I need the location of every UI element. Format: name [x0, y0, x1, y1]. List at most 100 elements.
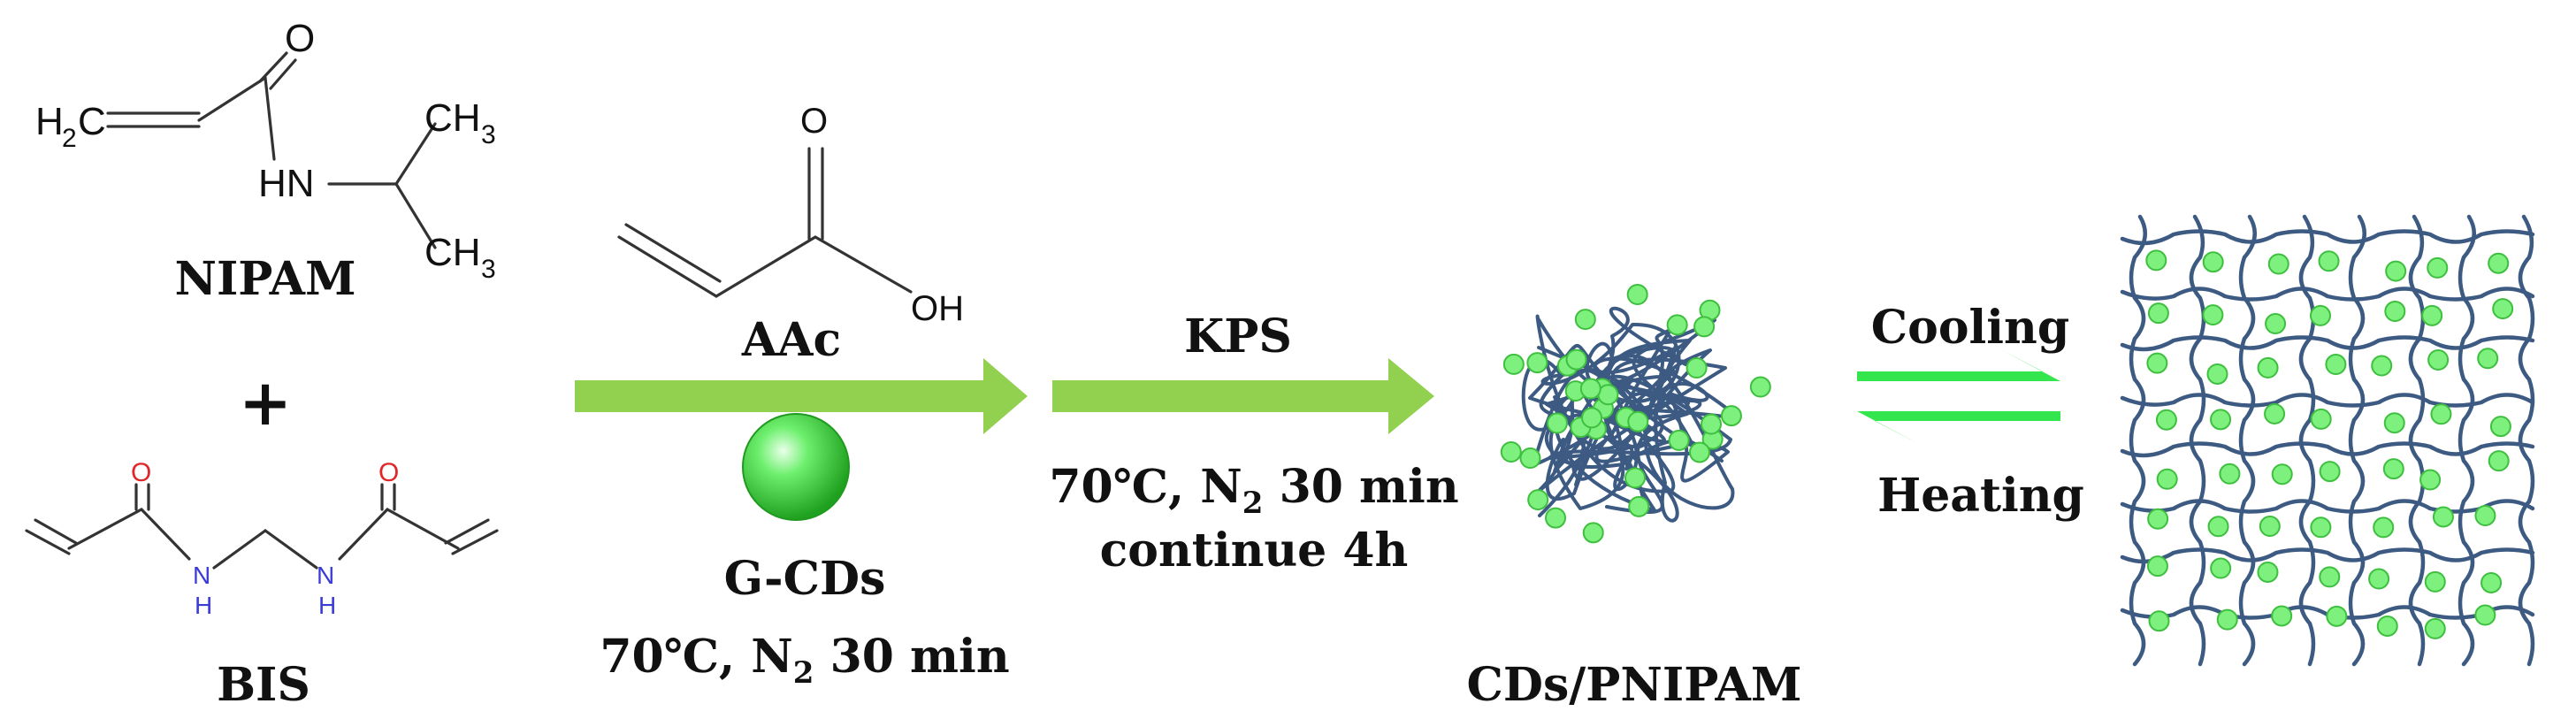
carbon-dot — [2385, 260, 2407, 282]
bis-structure: O N H N H O — [25, 458, 499, 619]
plus-sign: + — [239, 364, 292, 440]
forward-half-arrow — [1857, 349, 2060, 381]
nipam-h-subscript: 2 — [62, 124, 77, 153]
carbon-dot — [1749, 376, 1771, 398]
carbon-dot — [2319, 566, 2341, 588]
carbon-dot — [1624, 467, 1647, 489]
network-strand-vertical — [2458, 214, 2476, 667]
carbon-dot — [1545, 507, 1567, 529]
carbon-dot — [2474, 505, 2496, 527]
carbon-dot — [2267, 253, 2289, 275]
nipam-label: NIPAM — [174, 252, 355, 306]
carbon-dot — [2147, 302, 2169, 325]
carbon-dot — [2325, 354, 2347, 376]
carbon-dot — [2156, 468, 2178, 490]
carbon-dot — [2424, 617, 2446, 639]
reaction-arrow-1 — [575, 358, 1028, 434]
nipam-c-atom: C — [78, 100, 106, 143]
carbon-dot — [2271, 463, 2293, 486]
carbon-dot — [2207, 516, 2229, 538]
carbon-dot — [2492, 298, 2514, 320]
carbon-dot — [1628, 495, 1650, 517]
carbon-dot — [2271, 605, 2293, 627]
carbon-dot — [1666, 314, 1688, 336]
nipam-oxygen: O — [285, 17, 315, 60]
network-strand-vertical — [2518, 214, 2535, 667]
carbon-dot — [2480, 571, 2503, 593]
swollen-network — [2120, 214, 2535, 667]
carbon-dot — [2148, 610, 2170, 632]
carbon-dot — [2421, 304, 2443, 326]
carbon-dot — [1720, 405, 1742, 427]
reverse-half-arrow — [1857, 411, 2060, 443]
nipam-ch3-top-subscript: 3 — [481, 120, 496, 149]
network-strand-horizontal — [2120, 547, 2535, 564]
nipam-h-atom: H — [35, 100, 64, 143]
network-strand-vertical — [2189, 214, 2206, 667]
network-strand-vertical — [2348, 214, 2366, 667]
carbon-dot — [2310, 408, 2332, 430]
bis-nitrogen-right: N — [317, 562, 334, 589]
carbon-dot — [2202, 251, 2224, 273]
network-strand-horizontal — [2120, 499, 2535, 514]
network-strand-horizontal — [2120, 393, 2535, 408]
reaction-arrow-2 — [1052, 358, 1434, 434]
carbon-dot — [2206, 363, 2228, 385]
bis-oxygen-right: O — [378, 458, 399, 487]
bis-label: BIS — [217, 658, 310, 712]
carbon-dot — [2265, 313, 2287, 335]
carbon-dot — [1627, 410, 1649, 432]
carbon-dot — [2371, 355, 2393, 377]
carbon-dot — [2368, 568, 2390, 590]
cooling-label: Cooling — [1871, 301, 2069, 355]
carbon-dot — [1519, 447, 1541, 470]
aac-structure: O OH — [617, 102, 964, 328]
nipam-structure: H 2 C O HN CH 3 CH 3 — [35, 17, 496, 284]
carbon-dot — [2382, 458, 2404, 480]
carbon-dot — [1527, 489, 1549, 511]
bis-nitrogen-left: N — [193, 562, 210, 589]
bis-oxygen-left: O — [131, 458, 151, 487]
carbon-dot — [2384, 301, 2406, 323]
carbon-dot — [1626, 284, 1648, 306]
carbon-dot — [2383, 412, 2405, 434]
network-strand-vertical — [2298, 214, 2316, 667]
carbon-dot — [1574, 309, 1596, 331]
nipam-ch3-bottom: CH — [424, 231, 481, 274]
carbon-dot — [2310, 516, 2332, 539]
carbon-dot — [2432, 506, 2454, 528]
carbon-dot — [2210, 409, 2232, 431]
carbon-dot — [1526, 352, 1548, 374]
carbon-dot — [2424, 570, 2446, 593]
carbon-dot — [1688, 441, 1710, 463]
network-strand-horizontal — [2120, 335, 2535, 352]
carbon-dot — [2145, 249, 2167, 272]
nipam-ch3-bottom-subscript: 3 — [481, 255, 496, 284]
carbon-dot — [1582, 522, 1604, 544]
carbon-dot — [1701, 413, 1723, 435]
carbon-dot — [2427, 348, 2450, 371]
carbon-dot — [2219, 463, 2241, 485]
carbon-dot — [2264, 402, 2286, 425]
carbon-dot — [2489, 416, 2511, 438]
nipam-hn: HN — [258, 162, 315, 205]
aac-oxygen: O — [800, 102, 828, 141]
aac-label: AAc — [741, 313, 841, 367]
carbon-dot — [1668, 429, 1690, 451]
carbon-dot — [2259, 516, 2281, 538]
step1-conditions: 70℃, N2 30 min — [600, 630, 1009, 691]
network-strand-horizontal — [2120, 287, 2535, 302]
carbon-dot — [1693, 316, 1716, 338]
heating-label: Heating — [1877, 469, 2084, 523]
carbon-dot — [2373, 516, 2395, 539]
carbon-dot — [1685, 357, 1708, 379]
carbon-dot — [1500, 440, 1522, 463]
carbon-dot — [2318, 250, 2340, 272]
carbon-dot — [1565, 348, 1587, 371]
carbon-dot — [1546, 412, 1568, 434]
product-label: CDs/PNIPAM — [1467, 658, 1802, 712]
network-strand-vertical — [2408, 214, 2426, 667]
aac-hydroxyl: OH — [911, 289, 964, 328]
step2-reagent: KPS — [1184, 310, 1292, 363]
carbon-dot — [2216, 608, 2238, 631]
